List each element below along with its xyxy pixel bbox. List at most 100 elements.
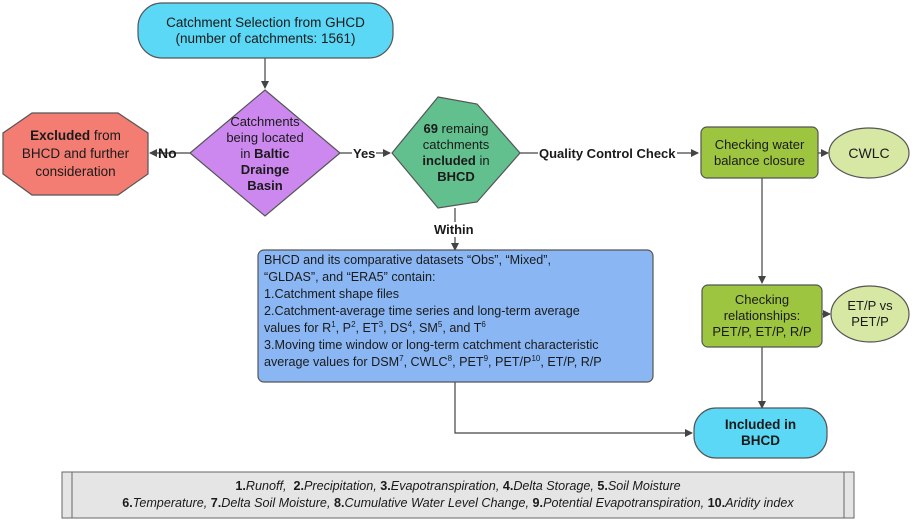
fn-num: 5. — [597, 479, 608, 493]
relationships-line3: PET/P, ET/P, R/P — [712, 324, 812, 339]
fn-num: 1. — [235, 479, 246, 493]
info-t9: , PET/P — [488, 355, 532, 369]
fn-num: 7. — [210, 496, 222, 510]
etp-line2: PET/P — [851, 314, 889, 329]
fn-text: Aridity index — [725, 496, 794, 510]
info-t10: , ET/P, R/P — [540, 355, 602, 369]
start-line2: (number of catchments: 1561) — [175, 30, 356, 46]
decision-line3-pre: in — [240, 146, 255, 161]
fn-num: 8. — [333, 496, 345, 510]
remaining-rest1: remaing — [437, 121, 489, 136]
fn-text: Cumulative Water Level Change — [344, 496, 526, 510]
info-t8: , PET — [452, 355, 484, 369]
info-line2: “GLDAS”, and “ERA5” contain: — [264, 270, 436, 284]
decision-line5: Basin — [247, 178, 283, 193]
fn-text: Evapotranspiration — [390, 479, 496, 493]
info-line5-pre: values for R — [264, 321, 332, 335]
excluded-rest1: from — [90, 128, 121, 143]
start-label: Catchment Selection from GHCD (number of… — [138, 3, 393, 58]
info-t1: , P — [335, 321, 352, 335]
footnote-legend: 1.Runoff, 2.Precipitation, 3.Evapotransp… — [64, 474, 852, 516]
included-line1: Included in — [724, 417, 797, 432]
remaining-line2: catchments — [422, 137, 490, 152]
fn-num: 3. — [380, 479, 391, 493]
balance-line1: Checking water — [714, 136, 805, 152]
excluded-line2: BHCD and further — [21, 146, 130, 161]
sup-4: 4 — [407, 319, 413, 329]
footnote-row-2: 6.Temperature, 7.Delta Soil Moisture, 8.… — [122, 496, 794, 510]
info-t7: , CWLC — [403, 355, 448, 369]
fn-text: Soil Moisture — [607, 479, 681, 493]
cwlc-label: CWLC — [829, 128, 909, 178]
etp-label: ET/P vs PET/P — [831, 286, 909, 342]
sup-3: 3 — [378, 319, 384, 329]
sup-5: 5 — [437, 319, 443, 329]
remaining-count: 69 — [423, 121, 438, 136]
remaining-hexagon — [391, 96, 521, 209]
relationships-node — [701, 284, 823, 348]
remaining-line3-rest: in — [475, 153, 490, 168]
decision-line3-bold: Baltic — [254, 146, 290, 161]
info-t5: , and T — [442, 321, 482, 335]
info-line7-pre: average values for DSM — [264, 355, 400, 369]
fn-text: Temperature — [132, 496, 204, 510]
info-line5: values for R1, P2, ET3, DS4, SM5, and T6 — [264, 320, 644, 337]
sup-7: 7 — [399, 353, 404, 363]
fn-num: 6. — [122, 496, 133, 510]
excluded-line3: consideration — [35, 164, 116, 179]
relationships-line1: Checking — [734, 292, 790, 307]
start-line1: Catchment Selection from GHCD — [166, 14, 365, 30]
excluded-bold: Excluded — [30, 128, 91, 143]
remaining-line3-bold: included — [422, 153, 476, 168]
fn-text: Runoff — [245, 479, 283, 493]
etp-node — [830, 285, 910, 343]
relationships-line2: relationships: — [723, 308, 801, 323]
included-node — [693, 407, 828, 459]
excluded-octagon — [2, 112, 149, 196]
fn-num: 2. — [293, 479, 304, 493]
excluded-label: Excluded from BHCD and further considera… — [3, 113, 148, 195]
cwlc-text: CWLC — [848, 145, 890, 161]
fn-text: Delta Soil Moisture — [221, 496, 327, 510]
sup-8: 8 — [447, 353, 453, 363]
decision-line3: in Baltic — [240, 146, 289, 162]
fn-num: 4. — [502, 479, 514, 493]
footnote-box — [61, 471, 855, 519]
decision-line2: being located — [226, 130, 304, 145]
info-line6: 3.Moving time window or long-term catchm… — [264, 338, 599, 352]
decision-line1: Catchments — [230, 114, 300, 129]
fn-num: 10. — [707, 496, 726, 510]
decision-label: Catchments being located in Baltic Drain… — [205, 110, 325, 198]
info-t3: , DS — [383, 321, 408, 335]
info-line3: 1.Catchment shape files — [264, 287, 400, 301]
info-t4: , SM — [412, 321, 438, 335]
included-line2: BHCD — [741, 433, 780, 448]
fn-num: 9. — [532, 496, 544, 510]
fn-text: Precipitation — [303, 479, 374, 493]
decision-line4: Drainge — [240, 162, 290, 177]
info-box — [257, 249, 654, 383]
edge-label-quality: Quality Control Check — [538, 146, 677, 161]
info-line1: BHCD and its comparative datasets “Obs”,… — [264, 253, 551, 267]
sup-2: 2 — [351, 319, 356, 329]
start-node — [137, 2, 394, 59]
info-text: BHCD and its comparative datasets “Obs”,… — [264, 252, 644, 382]
edge-label-no: No — [158, 145, 177, 161]
arrow-info-to-included — [454, 382, 693, 437]
etp-line1: ET/P vs — [847, 298, 893, 313]
remaining-line4: BHCD — [437, 169, 475, 184]
sup-9: 9 — [483, 353, 489, 363]
remaining-label: 69 remaing catchments included in BHCD — [400, 112, 512, 194]
fn-text: Potential Evapotranspiration — [543, 496, 701, 510]
info-line4: 2.Catchment-average time series and long… — [264, 304, 580, 318]
balance-line2: balance closure — [713, 152, 806, 168]
info-line7: average values for DSM7, CWLC8, PET9, PE… — [264, 354, 644, 371]
info-t2: , ET — [355, 321, 379, 335]
sup-6: 6 — [481, 319, 486, 329]
edge-label-within: Within — [433, 222, 475, 237]
sup-10: 10 — [531, 353, 541, 363]
cwlc-node — [828, 127, 910, 179]
edge-label-yes: Yes — [352, 146, 377, 161]
balance-node — [700, 126, 819, 179]
